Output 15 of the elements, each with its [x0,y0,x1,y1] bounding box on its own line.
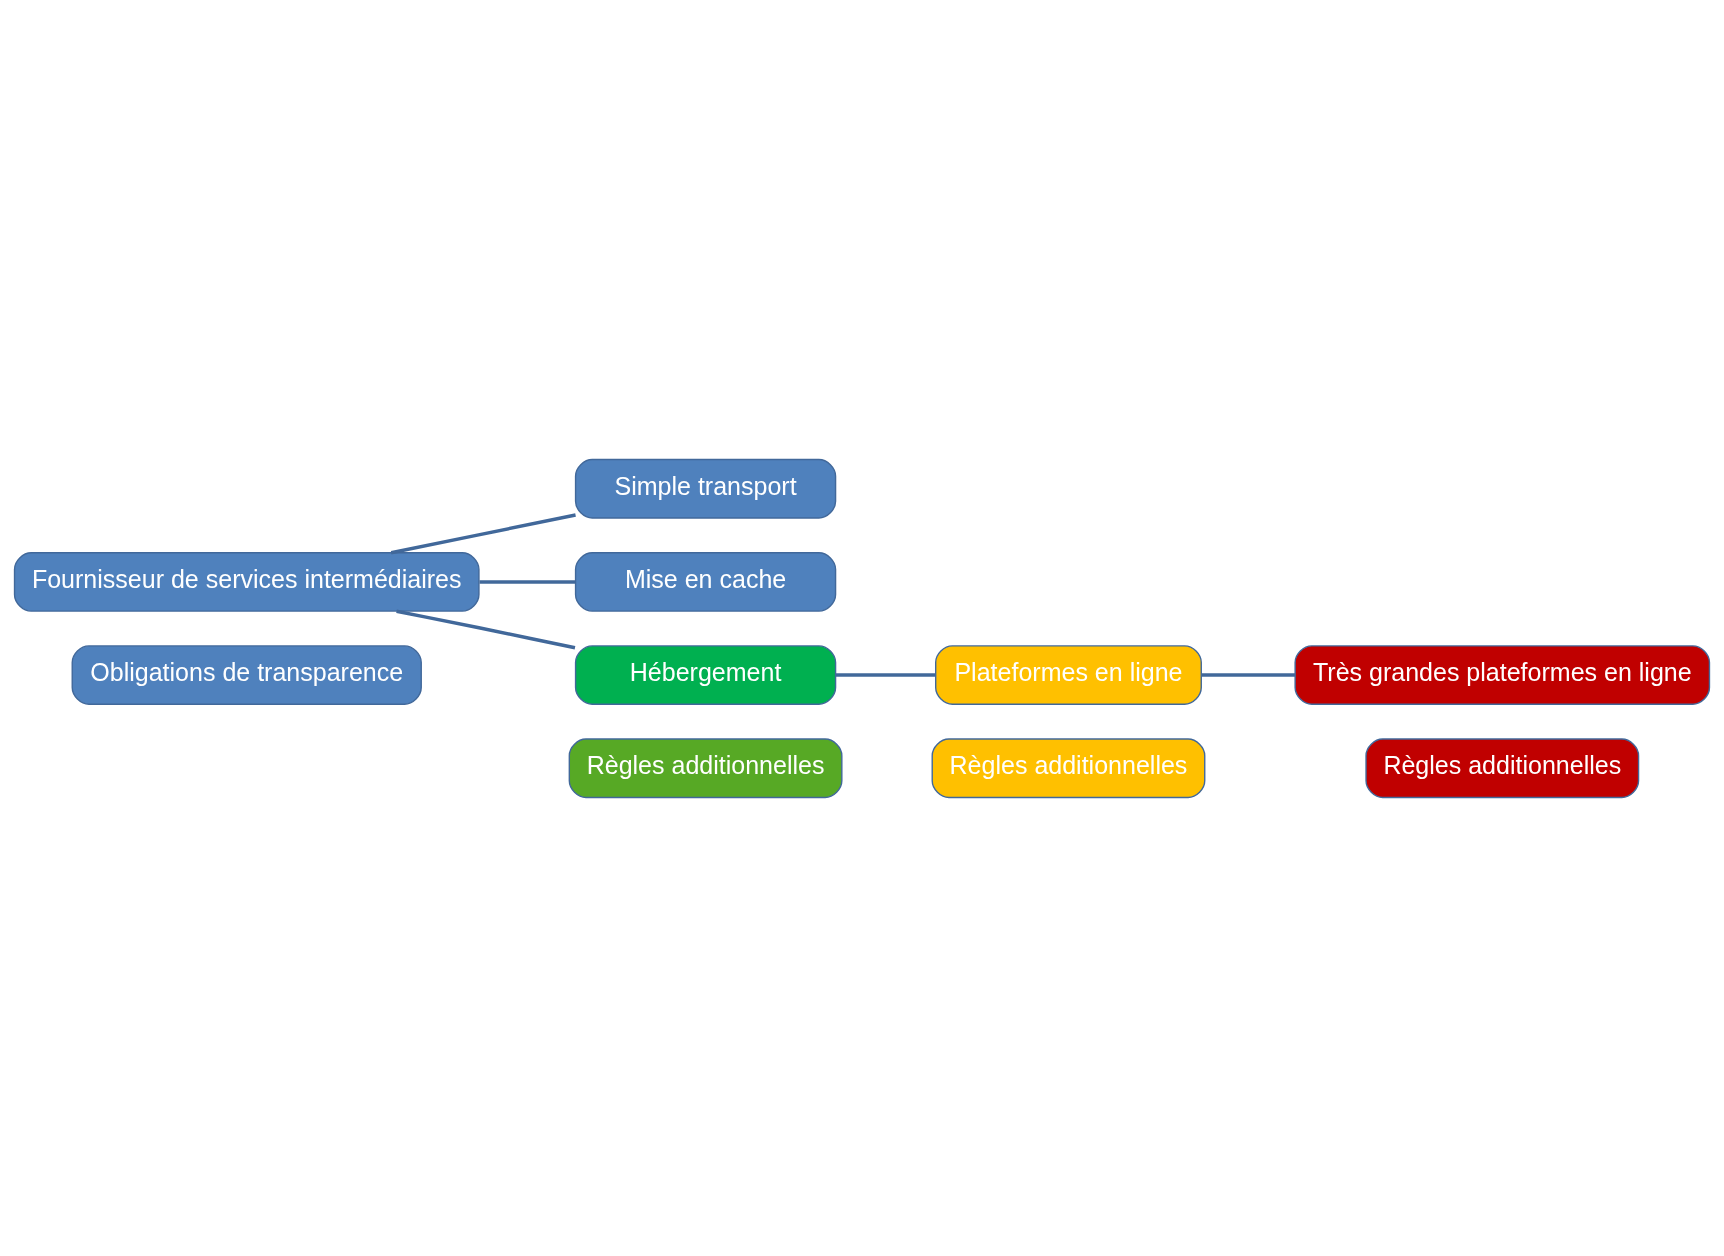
connector [835,672,936,677]
node-box: Obligations de transparence [71,644,422,705]
node-box: Règles additionnelles [1365,737,1640,798]
connector [390,512,576,554]
connector [396,609,576,649]
connector [479,579,576,584]
node-box: Règles additionnelles [568,737,843,798]
node-box: Règles additionnelles [931,737,1206,798]
node-box: Simple transport [574,458,837,519]
node-box: Mise en cache [574,551,837,612]
node-box: Très grandes plateformes en ligne [1294,644,1711,705]
node-box: Hébergement [574,644,837,705]
node-box: Fournisseur de services intermédiaires [13,551,480,612]
connector [1201,672,1295,677]
node-box: Plateformes en ligne [935,644,1202,705]
